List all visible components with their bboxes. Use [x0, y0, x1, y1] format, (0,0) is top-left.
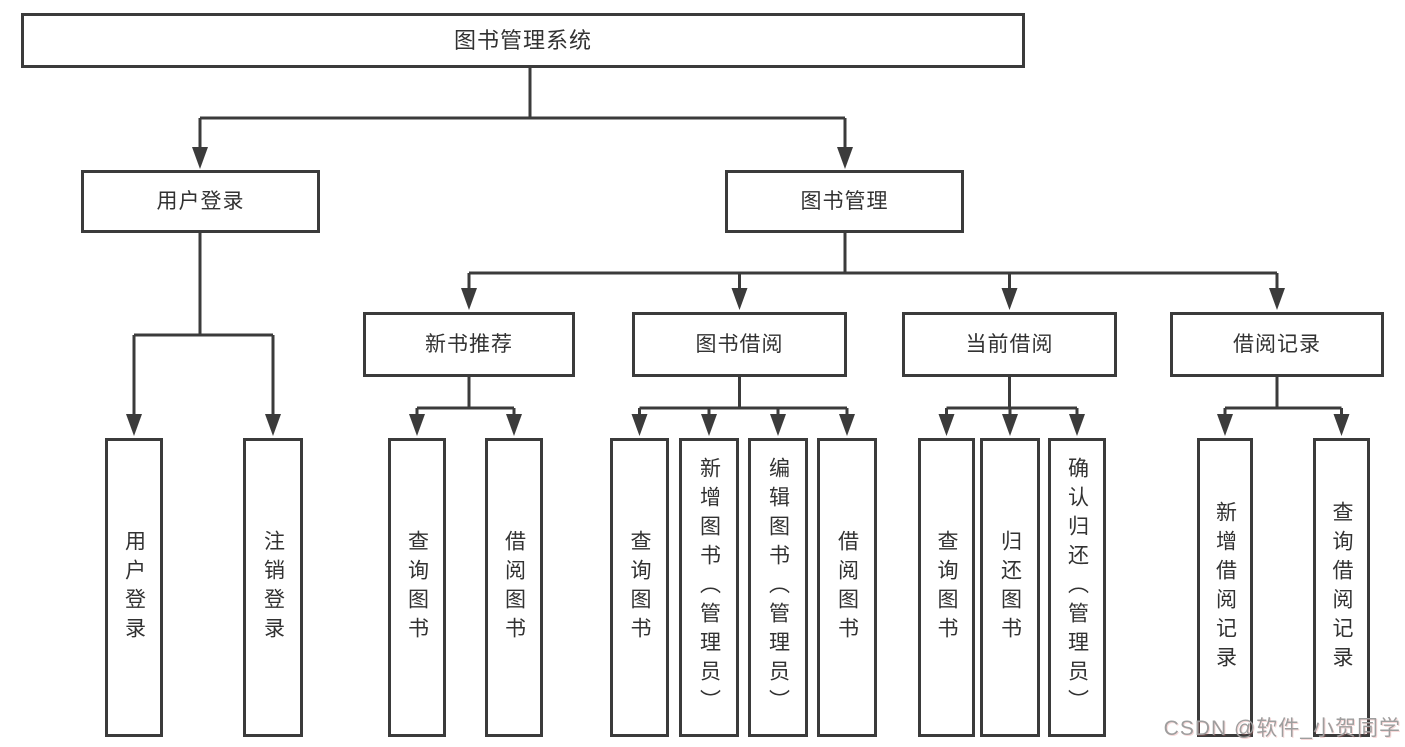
node-label: 用户登录 [156, 190, 245, 213]
node-label: 用户登录 [122, 529, 146, 646]
leaf-query-books-borrowing: 查询图书 [610, 438, 669, 737]
leaf-borrow-books: 借阅图书 [817, 438, 877, 737]
csdn-watermark: CSDN @软件_小贺同学 [1163, 717, 1401, 740]
leaf-add-books-admin: 新增图书（管理员） [679, 438, 739, 737]
connector-book-borrow-to-leaves [638, 377, 849, 417]
arrowhead-down-icon [1069, 414, 1085, 436]
arrowhead-down-icon [409, 414, 425, 436]
arrowhead-down-icon [192, 147, 208, 169]
node-label: 新书推荐 [425, 333, 513, 356]
node-label: 借阅记录 [1233, 333, 1321, 356]
arrowhead-down-icon [1333, 414, 1350, 436]
node-label: 确认归还（管理员） [1065, 457, 1089, 718]
node-label: 借阅图书 [835, 529, 859, 646]
node-label: 借阅图书 [502, 529, 526, 646]
node-book-borrowing: 图书借阅 [632, 312, 847, 377]
leaf-user-login: 用户登录 [105, 438, 163, 737]
node-library-management-system: 图书管理系统 [21, 13, 1025, 68]
node-label: 注销登录 [261, 529, 285, 646]
node-borrowing-records: 借阅记录 [1170, 312, 1384, 377]
leaf-query-borrow-record: 查询借阅记录 [1313, 438, 1370, 737]
arrowhead-down-icon [631, 414, 648, 436]
node-label: 查询图书 [628, 529, 651, 646]
node-new-book-recommendation: 新书推荐 [363, 312, 575, 377]
connector-user-login-to-leaves [132, 233, 275, 416]
arrowhead-down-icon [770, 414, 786, 436]
connector-borrow-records-to-leaves [1223, 377, 1343, 417]
leaf-add-borrow-record: 新增借阅记录 [1197, 438, 1253, 737]
node-label: 查询图书 [935, 529, 958, 646]
leaf-edit-books-admin: 编辑图书（管理员） [748, 438, 808, 737]
node-label: 查询图书 [405, 529, 429, 646]
node-user-login: 用户登录 [81, 170, 320, 233]
node-label: 图书借阅 [695, 333, 784, 356]
arrowhead-down-icon [1001, 288, 1018, 310]
arrowhead-down-icon [839, 414, 855, 436]
node-label: 归还图书 [998, 529, 1022, 646]
connector-new-book-to-leaves [415, 377, 516, 417]
arrowhead-down-icon [265, 414, 281, 436]
arrowhead-down-icon [731, 288, 748, 310]
leaf-borrow-books-recommend: 借阅图书 [485, 438, 543, 737]
node-label: 图书管理 [800, 190, 889, 213]
arrowhead-down-icon [126, 414, 142, 436]
arrowhead-down-icon [701, 414, 717, 436]
connector-current-borrow-to-leaves [945, 377, 1079, 417]
leaf-confirm-return-admin: 确认归还（管理员） [1048, 438, 1106, 737]
leaf-return-books: 归还图书 [980, 438, 1040, 737]
leaf-logout: 注销登录 [243, 438, 303, 737]
leaf-query-books-current: 查询图书 [918, 438, 975, 737]
arrowhead-down-icon [1217, 414, 1233, 436]
arrowhead-down-icon [938, 414, 955, 436]
node-label: 新增借阅记录 [1213, 500, 1237, 675]
connector-book-mgmt-to-sections [467, 233, 1279, 291]
arrowhead-down-icon [1269, 288, 1285, 310]
node-current-borrowing: 当前借阅 [902, 312, 1117, 377]
node-label: 查询借阅记录 [1330, 500, 1353, 675]
leaf-query-books-recommend: 查询图书 [388, 438, 446, 737]
arrowhead-down-icon [837, 147, 853, 169]
arrowhead-down-icon [506, 414, 522, 436]
node-label: 图书管理系统 [453, 27, 592, 53]
node-label: 当前借阅 [965, 333, 1054, 356]
arrowhead-down-icon [1002, 414, 1018, 436]
node-label: 新增图书（管理员） [697, 457, 721, 718]
node-book-management: 图书管理 [725, 170, 964, 233]
connector-root-to-level2 [198, 68, 847, 150]
node-label: 编辑图书（管理员） [766, 457, 790, 718]
arrowhead-down-icon [461, 288, 477, 310]
